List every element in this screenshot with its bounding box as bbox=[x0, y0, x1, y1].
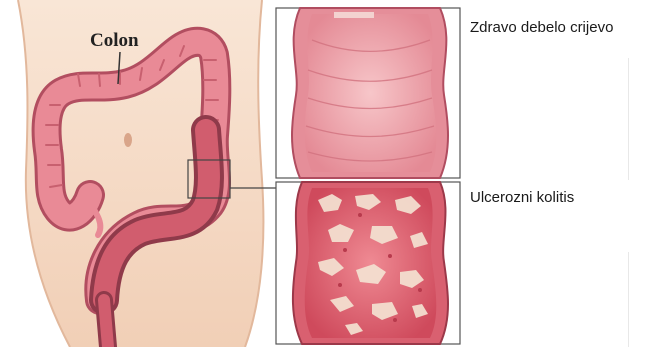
healthy-colon-caption: Zdravo debelo crijevo bbox=[470, 19, 613, 36]
ulcerative-colitis-panel bbox=[276, 182, 460, 344]
healthy-colon-panel bbox=[276, 8, 460, 178]
divider-line bbox=[628, 252, 629, 347]
colon-label: Colon bbox=[90, 30, 139, 51]
divider-line bbox=[628, 58, 629, 180]
navel bbox=[124, 133, 132, 147]
ulcerative-colitis-caption: Ulcerozni kolitis bbox=[470, 189, 574, 206]
